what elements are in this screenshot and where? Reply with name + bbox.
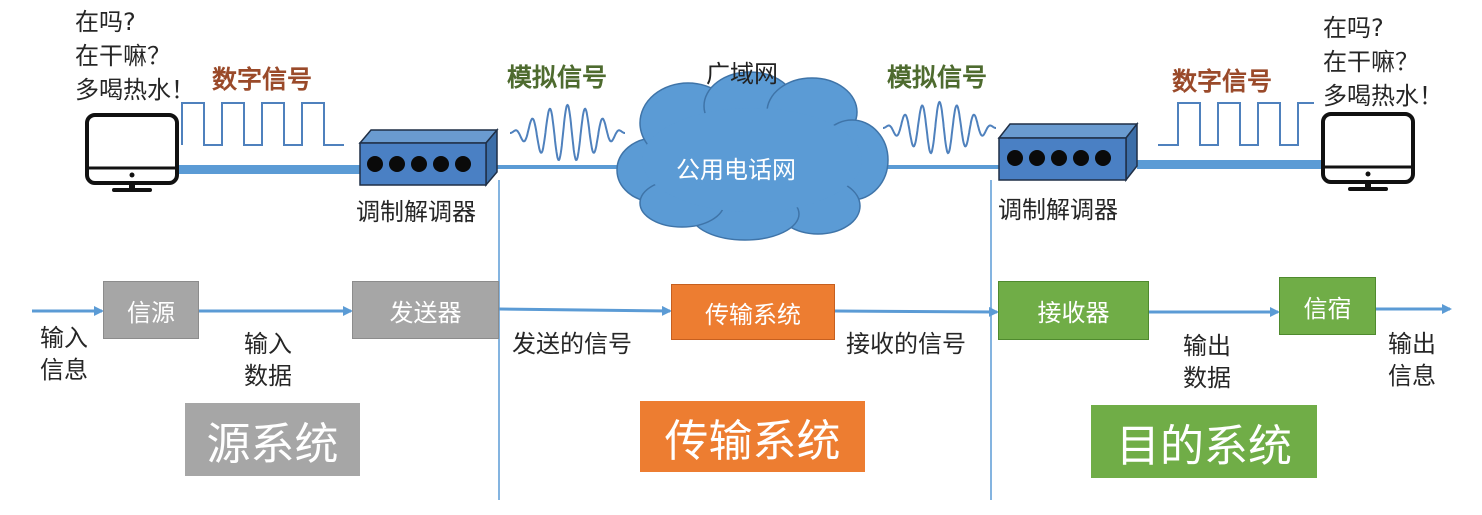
analog-wave-left: [510, 103, 625, 162]
wan-label: 广域网: [706, 60, 778, 88]
arrow-received-signal: [834, 306, 999, 317]
computer-left-icon: [85, 113, 179, 192]
source-box: 信源: [103, 281, 199, 339]
arrow-sent-signal: [498, 305, 672, 316]
receiver-box: 接收器: [998, 281, 1149, 340]
output-info-label-2: 信息: [1388, 362, 1436, 390]
transmission-box: 传输系统: [671, 284, 835, 340]
digital-wave-left: [181, 102, 344, 146]
digital-signal-label-left: 数字信号: [212, 65, 313, 94]
input-info-label-1: 输入: [40, 324, 88, 352]
modem-left-icon: [358, 127, 499, 188]
modem-label-right: 调制解调器: [998, 196, 1118, 224]
analog-wave-right: [883, 100, 996, 155]
digital-line-right: [1137, 160, 1327, 169]
chat-right-line-1: 在吗?: [1323, 14, 1384, 42]
analog-signal-label-left: 模拟信号: [507, 63, 608, 92]
digital-signal-label-right: 数字信号: [1172, 67, 1273, 96]
modem-right-icon: [997, 121, 1139, 183]
destination-system-box: 目的系统: [1091, 405, 1317, 478]
chat-left-line-2: 在干嘛？: [75, 42, 171, 70]
transmitter-box: 发送器: [352, 281, 499, 339]
digital-wave-right: [1158, 102, 1314, 146]
transmission-system-box: 传输系统: [640, 401, 865, 472]
computer-right-icon: [1321, 112, 1415, 191]
chat-left-line-3: 多喝热水！: [75, 76, 195, 104]
input-data-label-2: 数据: [244, 362, 292, 390]
analog-signal-label-right: 模拟信号: [887, 63, 988, 92]
chat-right-line-3: 多喝热水！: [1323, 82, 1443, 110]
sink-box: 信宿: [1279, 277, 1376, 335]
cloud-icon: [616, 71, 889, 241]
chat-right-line-2: 在干嘛？: [1323, 48, 1419, 76]
output-data-label-2: 数据: [1183, 364, 1231, 392]
sent-signal-label: 发送的信号: [512, 330, 632, 358]
cloud-label: 公用电话网: [676, 156, 796, 184]
input-info-label-2: 信息: [40, 356, 88, 384]
modem-label-left: 调制解调器: [356, 198, 476, 226]
received-signal-label: 接收的信号: [846, 330, 966, 358]
source-system-box: 源系统: [185, 403, 360, 476]
input-data-label-1: 输入: [244, 330, 292, 358]
output-info-label-1: 输出: [1388, 330, 1436, 358]
chat-left-line-1: 在吗?: [75, 8, 136, 36]
output-data-label-1: 输出: [1183, 332, 1231, 360]
digital-line-left: [176, 165, 362, 174]
